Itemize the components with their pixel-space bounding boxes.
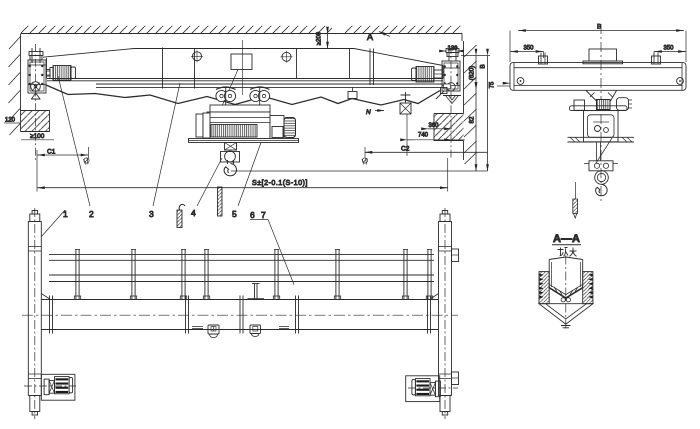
svg-text:120: 120 xyxy=(5,118,16,124)
svg-text:S±[2-0.1(S-10)]: S±[2-0.1(S-10)] xyxy=(252,178,308,187)
svg-text:350: 350 xyxy=(524,46,535,52)
svg-text:5: 5 xyxy=(232,209,237,219)
svg-text:A: A xyxy=(367,32,373,42)
svg-text:C2: C2 xyxy=(401,146,410,153)
svg-text:6: 6 xyxy=(250,210,255,220)
svg-text:≥200: ≥200 xyxy=(317,31,323,45)
svg-text:350: 350 xyxy=(664,46,675,52)
svg-text:75: 75 xyxy=(490,81,496,88)
svg-text:3: 3 xyxy=(149,209,154,219)
svg-text:A—A: A—A xyxy=(553,233,580,245)
svg-text:130: 130 xyxy=(448,46,459,52)
svg-text:≥100: ≥100 xyxy=(30,133,45,140)
svg-text:(620): (620) xyxy=(469,66,476,80)
svg-text:1: 1 xyxy=(63,209,68,219)
svg-text:740: 740 xyxy=(418,133,429,139)
svg-text:C1: C1 xyxy=(47,149,56,156)
svg-text:B: B xyxy=(597,24,601,31)
svg-text:2: 2 xyxy=(89,209,94,219)
svg-text:N: N xyxy=(366,109,371,116)
svg-text:360: 360 xyxy=(429,123,440,129)
svg-text:82: 82 xyxy=(469,116,476,123)
svg-text:4: 4 xyxy=(191,208,196,218)
svg-text:B: B xyxy=(480,64,487,68)
svg-text:7: 7 xyxy=(261,210,266,220)
